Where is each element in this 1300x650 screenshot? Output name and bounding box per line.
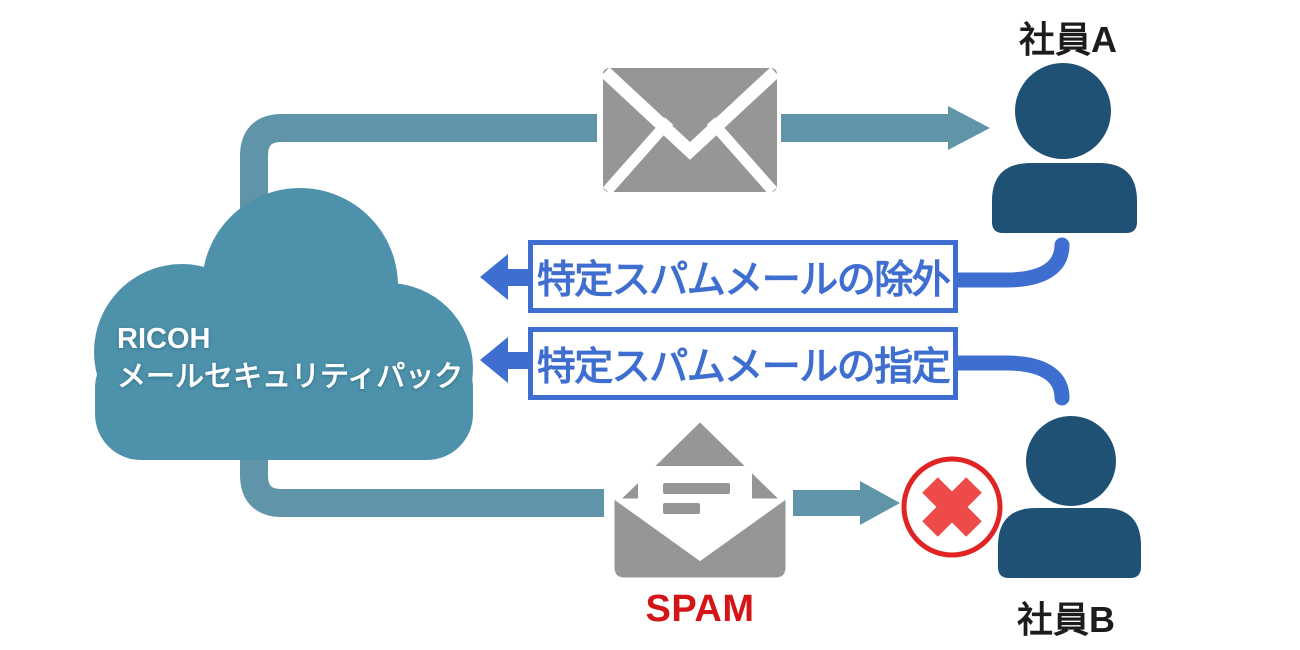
open-spam-envelope-icon (609, 415, 791, 583)
envelope-body (609, 490, 791, 583)
person-icon (998, 416, 1141, 578)
cloud-service-brand: RICOH (117, 323, 211, 355)
spam-caption: SPAM (645, 588, 755, 630)
left-arrow-icon (480, 254, 529, 300)
cloud-service-name: RICOH メールセキュリティパック (117, 320, 463, 396)
flow-arrowhead-top (948, 106, 990, 150)
flow-arrowhead-bottom (860, 481, 900, 525)
feedback-arrows (480, 254, 529, 383)
spam-exclude-label: 特定スパムメールの除外 (536, 258, 951, 302)
mail-envelope-icon (600, 67, 780, 195)
cloud-service-product: メールセキュリティパック (117, 361, 464, 393)
letter-line (663, 483, 730, 494)
cloud-icon (94, 188, 473, 460)
feedback-connectors (949, 237, 1070, 406)
letter-line (663, 503, 700, 514)
spam-exclude-box: 特定スパムメールの除外 (528, 240, 958, 313)
blocked-cross-icon (901, 456, 1003, 558)
connector-to-employee-b (949, 355, 1070, 406)
left-arrow-icon (480, 337, 529, 383)
employee-a-label: 社員A (1019, 19, 1117, 60)
connector-from-employee-a (949, 237, 1070, 288)
employee-b-label: 社員B (1017, 599, 1115, 640)
spam-specify-label: 特定スパムメールの指定 (536, 345, 951, 389)
spam-specify-box: 特定スパムメールの指定 (528, 327, 958, 400)
person-icon (992, 63, 1137, 233)
